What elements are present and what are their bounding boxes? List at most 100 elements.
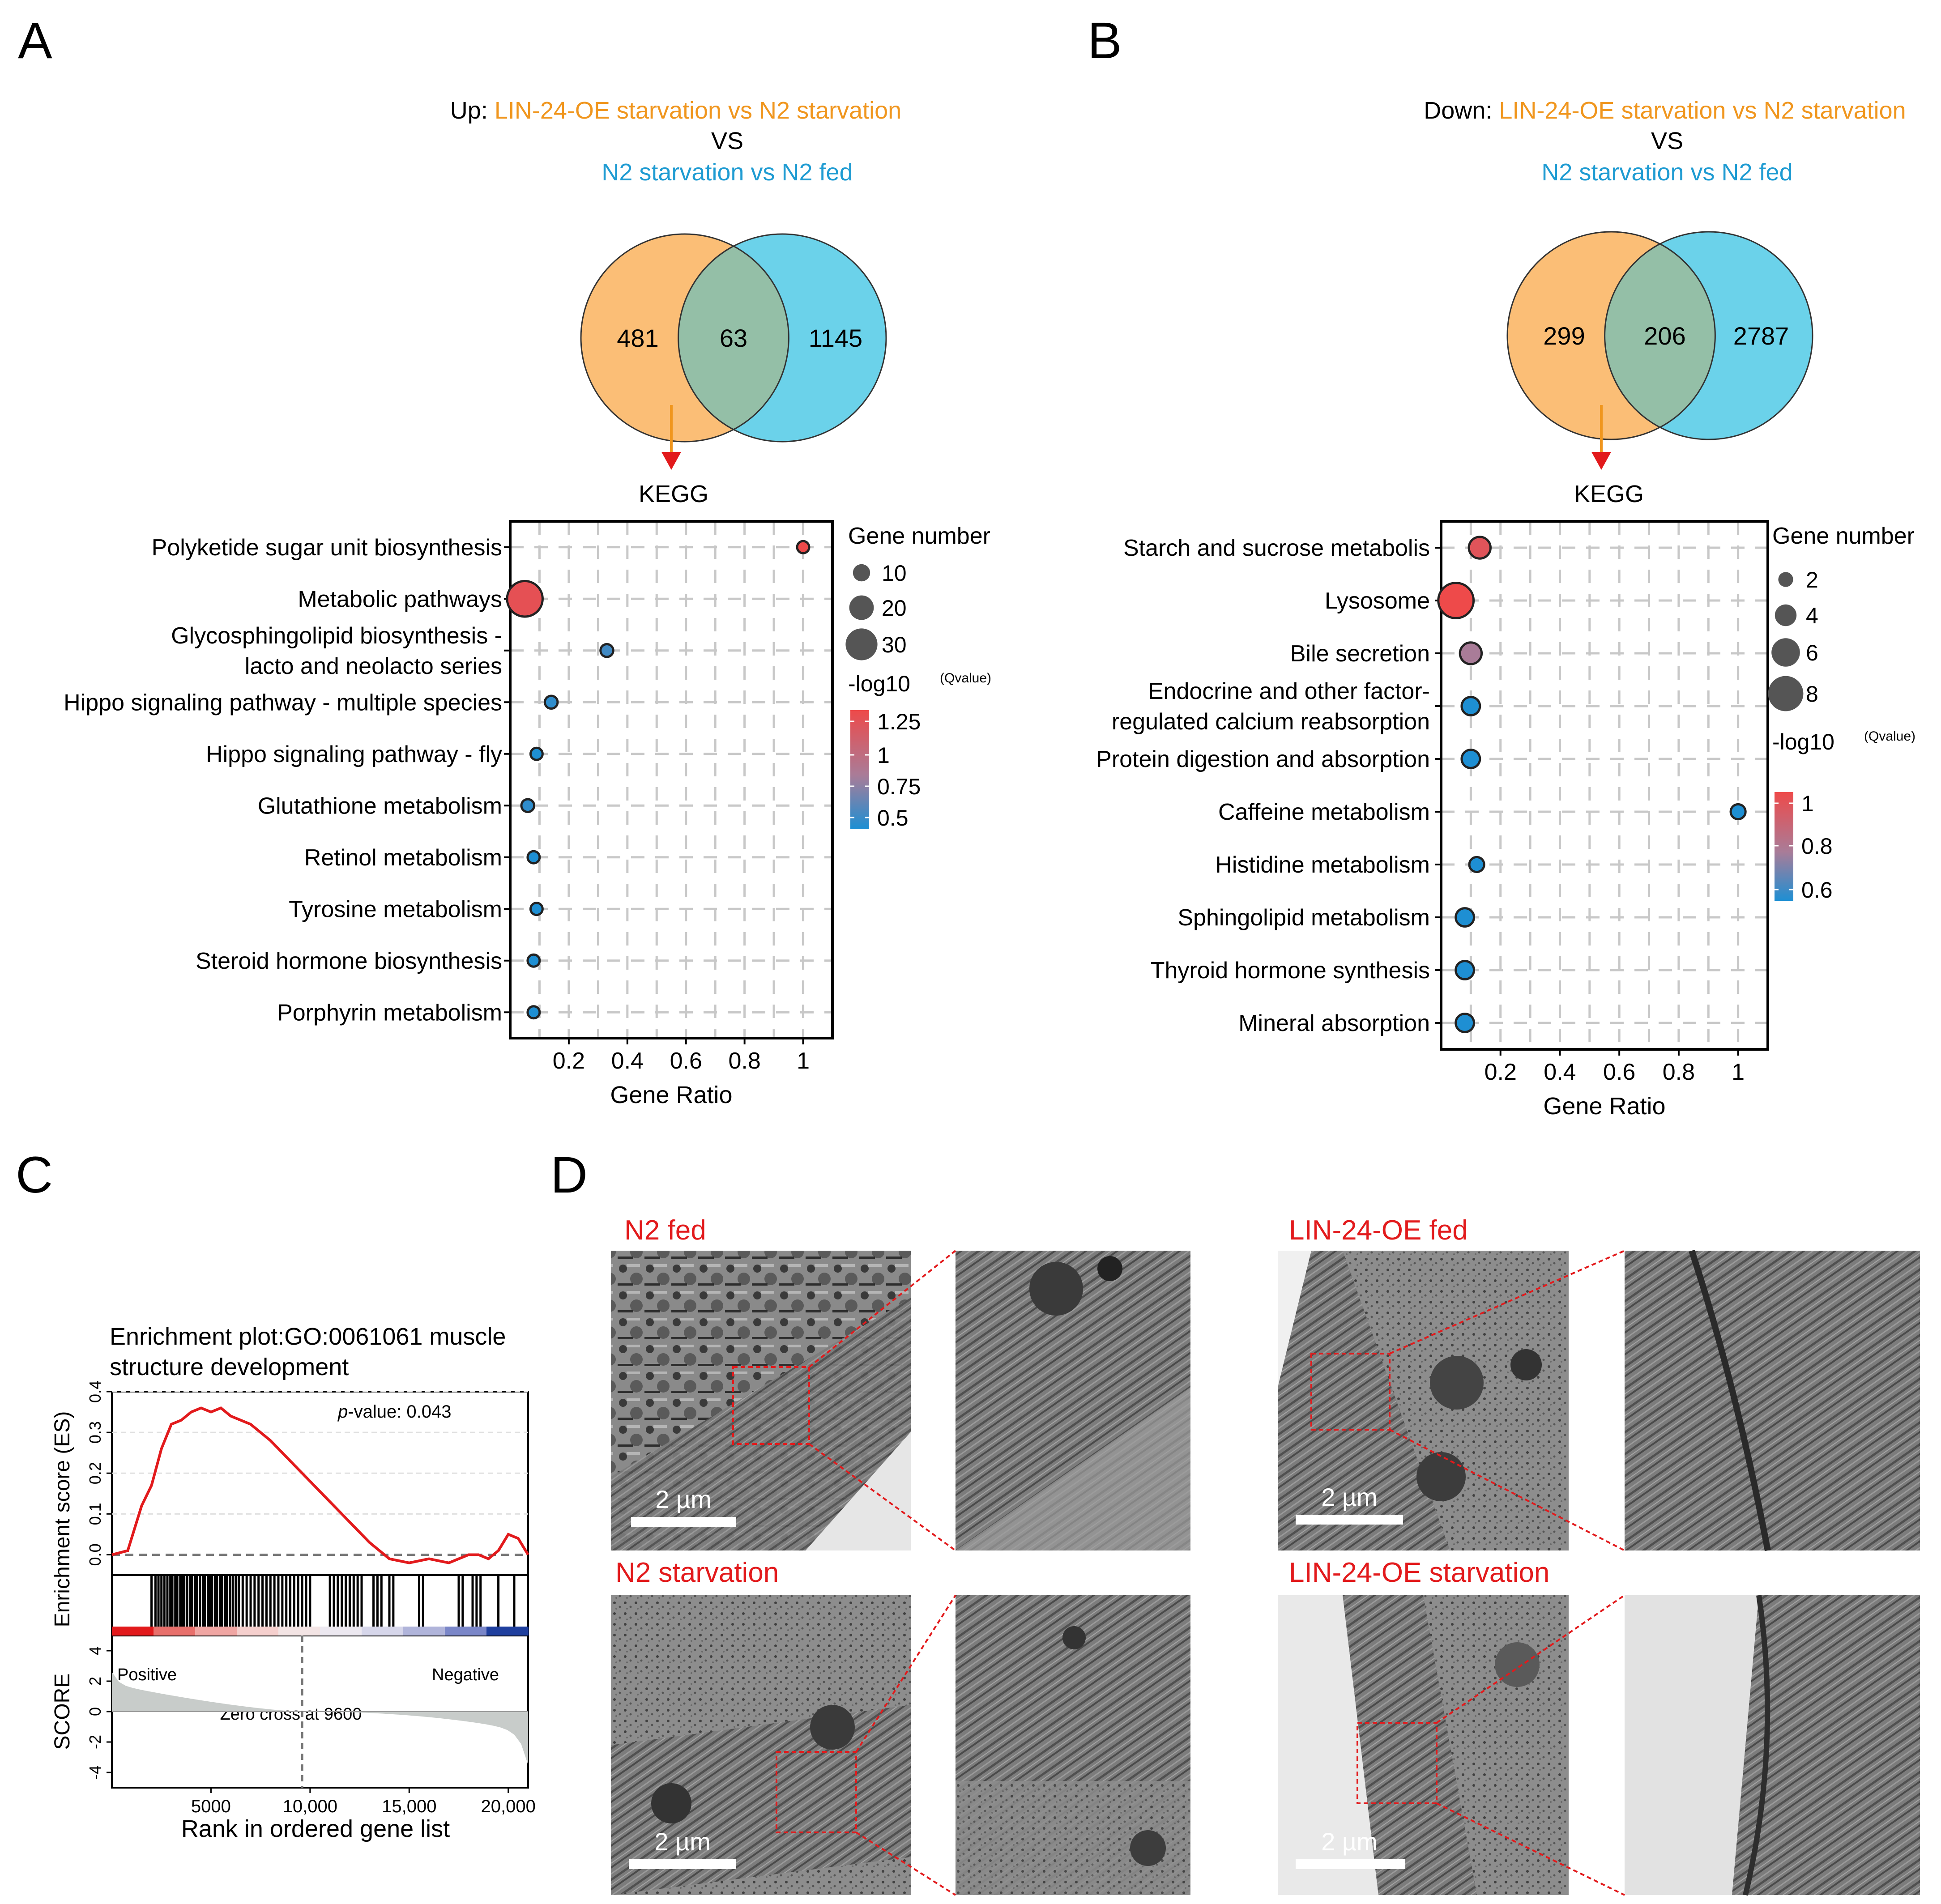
color-legend-label: 1 [1801,791,1814,816]
category-label: Hippo signaling pathway - multiple speci… [64,690,502,716]
venn-b-arrow-head [1591,452,1611,470]
panel-b-title-vs: VS [1651,128,1683,154]
category-label: Starch and sucrose metabolis [1123,535,1430,561]
size-legend-title: Gene number [848,523,990,549]
gsea-title-line1: Enrichment plot:GO:0061061 muscle [110,1323,506,1350]
panel-a-title-orange: LIN-24-OE starvation vs N2 starvation [495,97,901,124]
gsea-pvalue-text: -value: 0.043 [348,1402,451,1422]
zoom-line-n2-fed-top [808,1250,956,1368]
color-legend-superscript: (Qvalue) [940,671,991,686]
venn-a-arrow-head [661,452,681,470]
label-n2-starvation: N2 starvation [615,1557,779,1588]
zoom-line-lin24-fed-bottom [1389,1429,1625,1551]
data-point [599,643,614,658]
category-label: Histidine metabolism [1215,852,1430,878]
x-tick-label: 0.2 [1485,1059,1517,1085]
color-legend-bar [850,710,869,829]
em-image-n2-fed: 2 µm [611,1251,911,1550]
size-legend-label: 6 [1806,640,1818,665]
category-label: Polyketide sugar unit biosynthesis [152,535,502,561]
size-legend-label: 30 [882,632,907,657]
gsea-negative-label: Negative [432,1665,499,1684]
es-y-tick-label: 0.1 [86,1503,104,1525]
em-zoom-n2-fed [956,1251,1190,1550]
rank-color-band [278,1627,320,1636]
color-legend-label: 0.6 [1801,877,1833,903]
size-legend-label: 20 [882,596,907,621]
venn-a-right-count: 1145 [809,324,862,352]
data-point [526,953,541,968]
em-zoom-n2-starvation [956,1595,1190,1895]
gsea-x-tick-label: 20,000 [481,1797,536,1816]
size-legend-dot [849,595,874,620]
category-label: Glutathione metabolism [258,793,502,819]
panel-b-title-prefix: Down: [1424,97,1499,124]
size-legend-label: 4 [1806,603,1818,628]
color-legend-label: 0.8 [1801,834,1833,859]
data-point [1455,907,1475,928]
gsea-es-panel [111,1391,529,1576]
color-legend-superscript: (Qvalue) [1864,729,1915,744]
size-legend-title: Gene number [1772,523,1915,549]
scale-label-lin24-starvation: 2 µm [1321,1827,1378,1856]
gsea-pvalue: p-value: 0.043 [337,1402,452,1422]
venn-diagram-a: 481 63 1145 KEGG [580,233,887,507]
scale-bar-lin24-fed [1296,1515,1403,1525]
gsea-xlabel: Rank in ordered gene list [181,1815,450,1842]
size-legend-dot [1775,604,1797,626]
em-image-lin24-fed: 2 µm [1278,1251,1569,1550]
venn-a-left-count: 481 [617,324,658,352]
panel-a-title-blue: N2 starvation vs N2 fed [601,159,853,186]
es-y-tick-label: 0.3 [86,1421,104,1444]
venn-b-left-count: 299 [1543,322,1585,350]
panel-a-title-prefix: Up: [450,97,495,124]
rank-color-band [154,1627,196,1636]
rank-color-band [195,1627,237,1636]
panel-label-d: D [550,1146,588,1204]
data-point [526,1005,541,1020]
x-tick-label: 1 [797,1048,810,1074]
em-image-n2-starvation: 2 µm [611,1595,911,1895]
rank-color-band [486,1627,529,1636]
data-point [1437,582,1475,619]
color-legend-title: -log10 [1772,729,1834,754]
rank-color-band [445,1627,487,1636]
category-label: Thyroid hormone synthesis [1151,958,1430,984]
scale-bar-n2-fed [631,1517,736,1527]
category-label: Tyrosine metabolism [289,896,502,922]
em-lin24-starvation-inset-box [1357,1722,1438,1804]
category-label: Retinol metabolism [304,845,502,871]
category-label: Lysosome [1325,588,1430,614]
panel-b-title-orange: LIN-24-OE starvation vs N2 starvation [1499,97,1906,124]
panel-b-title-blue: N2 starvation vs N2 fed [1541,159,1792,186]
category-label: Mineral absorption [1238,1010,1430,1036]
size-legend-dot [845,628,878,660]
kegg-label-b: KEGG [1574,481,1644,507]
category-label: lacto and neolacto series [245,653,502,679]
em-n2-fed-inset-box [732,1366,810,1445]
score-y-tick-label: -4 [86,1765,104,1780]
label-n2-fed: N2 fed [624,1215,706,1246]
data-point [1460,696,1481,716]
venn-b-overlap [1604,243,1716,428]
kegg-label-a: KEGG [639,481,708,507]
em-n2-starvation-inset-box [776,1751,857,1833]
em-lin24-fed-inset-box [1310,1353,1391,1431]
gsea-title-line2: structure development [110,1354,349,1380]
gsea-es-ylabel: Enrichment score (ES) [51,1411,74,1627]
zoom-line-lin24-starvation-bottom [1436,1802,1625,1896]
score-y-tick-label: 4 [86,1646,104,1655]
category-label: Protein digestion and absorption [1096,746,1430,772]
data-point [1455,1013,1475,1033]
venn-b-mid-count: 206 [1644,322,1685,350]
x-tick-label: 0.8 [728,1048,760,1074]
category-label: Hippo signaling pathway - fly [206,741,502,767]
es-curve [111,1406,529,1564]
venn-a-mid-count: 63 [720,324,747,352]
panel-b: B Down: LIN-24-OE starvation vs N2 starv… [1088,12,1915,1120]
gsea-score-ylabel: SCORE [51,1674,74,1750]
em-zoom-lin24-fed [1625,1249,1920,1551]
plot-frame [509,520,834,1039]
size-legend-dot [1768,676,1804,711]
